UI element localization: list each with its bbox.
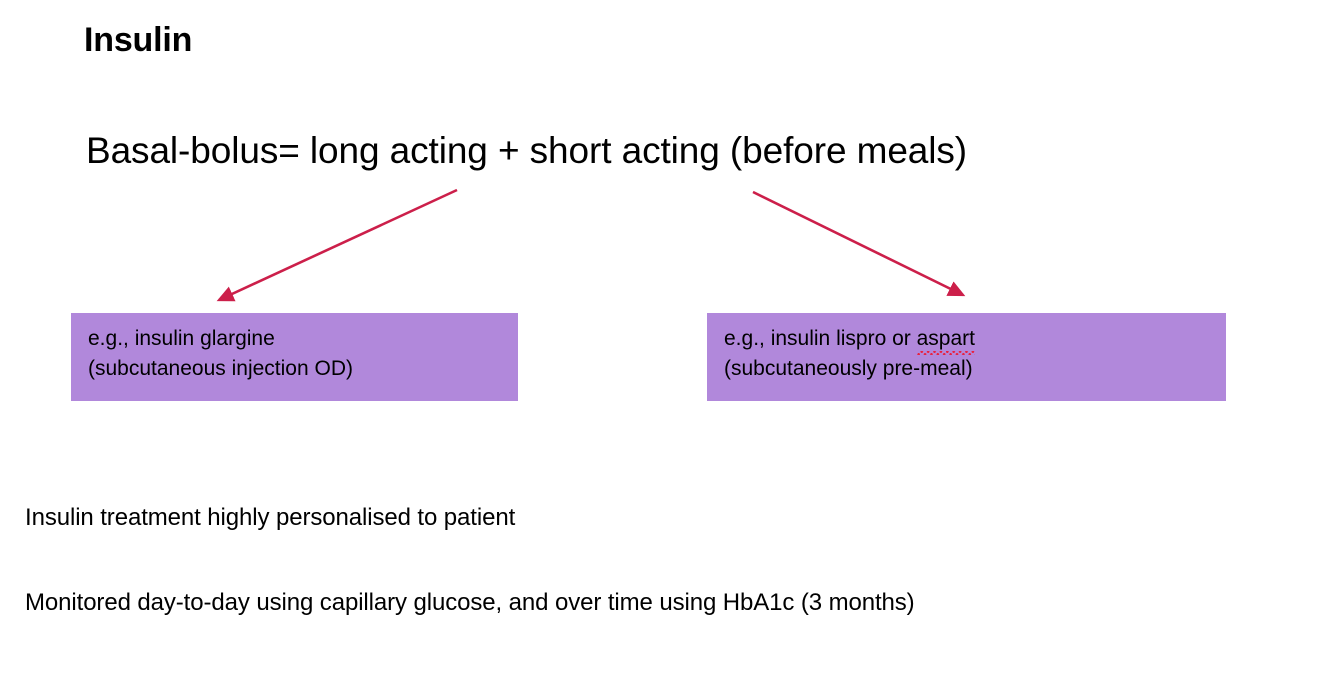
misspelled-word-aspart: aspart — [916, 324, 976, 355]
body-text-line-2: Monitored day-to-day using capillary glu… — [25, 589, 915, 616]
callout-box-bolus: e.g., insulin lispro or aspart (subcutan… — [707, 313, 1226, 401]
callout-right-line-1-prefix: e.g., insulin lispro or — [724, 327, 917, 350]
arrow-to-basal — [216, 188, 458, 302]
headline-text: Basal-bolus= long acting + short acting … — [86, 130, 968, 171]
callout-right-line-2: (subcutaneously pre-meal) — [724, 356, 973, 380]
callout-box-basal: e.g., insulin glargine (subcutaneous inj… — [71, 313, 518, 401]
callout-left-line-1: e.g., insulin glargine — [88, 327, 275, 350]
page-title: Insulin — [84, 21, 193, 59]
arrow-to-bolus — [752, 190, 966, 297]
body-text-line-1: Insulin treatment highly personalised to… — [25, 504, 516, 531]
callout-left-line-2: (subcutaneous injection OD) — [88, 356, 353, 380]
callout-right-line-1: e.g., insulin lispro or aspart — [724, 324, 1226, 355]
